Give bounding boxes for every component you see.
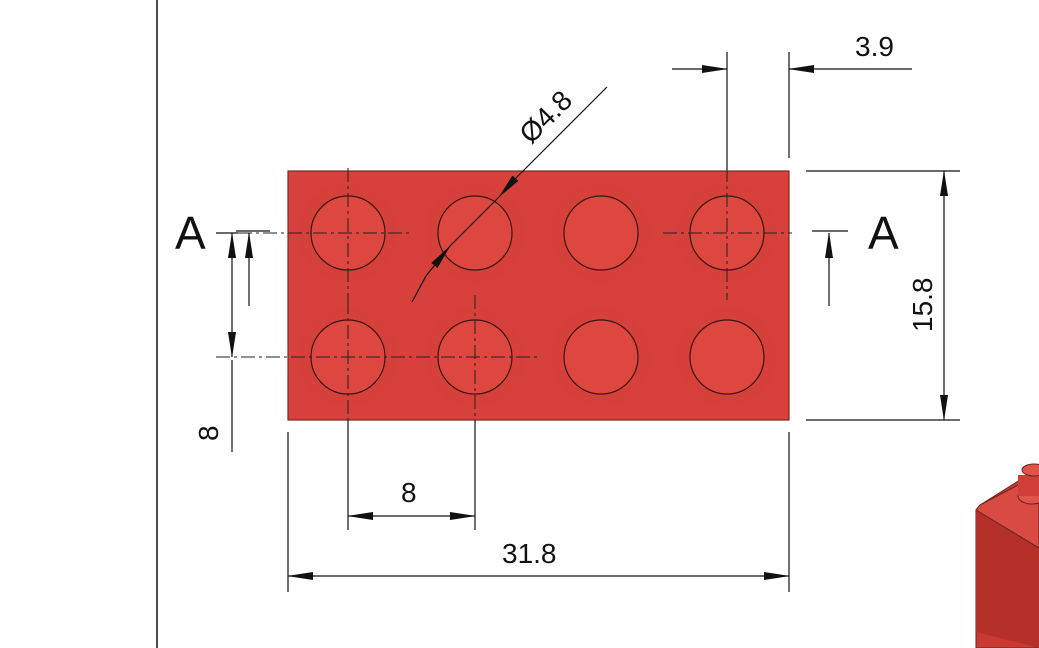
dim-width: 31.8 — [502, 538, 557, 569]
stud — [563, 195, 639, 271]
section-label-left: A — [175, 207, 206, 259]
section-arrows — [236, 230, 848, 306]
studs — [310, 195, 765, 395]
stud — [689, 319, 765, 395]
dim-stud-diameter: Ø4.8 — [513, 84, 578, 149]
dim-stud-pitch-x: 8 — [401, 477, 417, 508]
dim-stud-pitch-y: 8 — [193, 425, 224, 441]
dim-height: 15.8 — [907, 278, 938, 333]
section-label-right: A — [868, 207, 899, 259]
stud — [437, 195, 513, 271]
center-lines — [216, 168, 792, 420]
dim-edge-offset: 3.9 — [855, 31, 894, 62]
stud — [563, 319, 639, 395]
brick-preview-image — [975, 463, 1039, 648]
dimension-lines — [228, 65, 948, 580]
